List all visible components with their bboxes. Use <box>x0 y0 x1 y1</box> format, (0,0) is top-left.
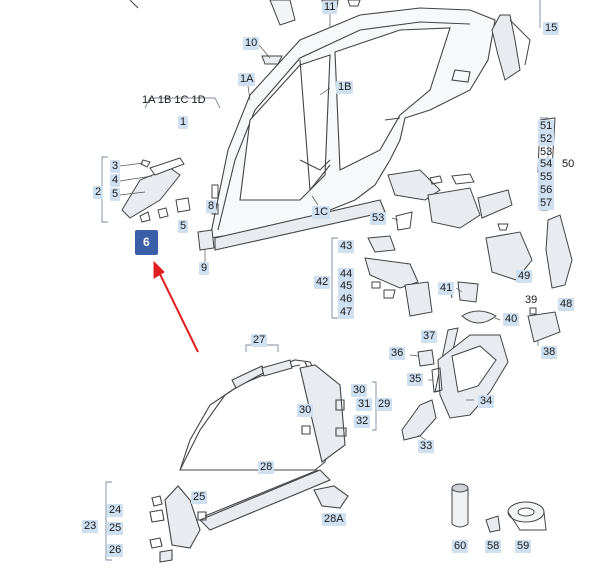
side-panel-outline <box>209 7 496 251</box>
part-label-1B[interactable]: 1B <box>336 81 354 94</box>
part-label-51[interactable]: 51 <box>538 120 555 133</box>
part-label-11[interactable]: 11 <box>322 1 338 14</box>
inner-side-frame <box>149 359 349 563</box>
part-label-24[interactable]: 24 <box>107 504 124 517</box>
part-label-3[interactable]: 3 <box>110 160 121 173</box>
consumables <box>451 483 547 533</box>
part-label-36[interactable]: 36 <box>389 347 406 360</box>
part-label-53a[interactable]: 53 <box>540 146 553 158</box>
right-cluster-upper <box>387 117 573 289</box>
part-label-57[interactable]: 57 <box>538 197 555 210</box>
pointer-arrow <box>153 260 199 353</box>
part-label-39[interactable]: 39 <box>525 294 538 306</box>
part-label-5b[interactable]: 5 <box>178 220 189 233</box>
part-label-46[interactable]: 46 <box>338 293 355 306</box>
mid-cluster <box>364 235 561 343</box>
part-label-32[interactable]: 32 <box>354 415 371 428</box>
part-label-47[interactable]: 47 <box>338 306 355 319</box>
part-label-38[interactable]: 38 <box>541 346 558 359</box>
part-label-28[interactable]: 28 <box>258 461 275 474</box>
part-label-1C[interactable]: 1C <box>312 206 331 219</box>
part-label-8[interactable]: 8 <box>206 200 217 213</box>
part-label-53b[interactable]: 53 <box>370 212 387 225</box>
part-label-56[interactable]: 56 <box>538 184 555 197</box>
part-label-5a[interactable]: 5 <box>110 188 121 201</box>
part-label-15[interactable]: 15 <box>543 22 560 35</box>
part-label-1[interactable]: 1 <box>178 116 189 129</box>
part-label-35[interactable]: 35 <box>407 373 424 386</box>
part-label-52[interactable]: 52 <box>538 133 555 146</box>
part-label-25b[interactable]: 25 <box>107 522 124 535</box>
part-label-25a[interactable]: 25 <box>191 491 208 504</box>
part-label-60[interactable]: 60 <box>452 540 469 553</box>
part-label-4[interactable]: 4 <box>110 174 121 187</box>
selected-part-label-6[interactable]: 6 <box>135 230 158 255</box>
part-label-33[interactable]: 33 <box>418 440 435 453</box>
part-label-26[interactable]: 26 <box>107 544 124 557</box>
part-label-9[interactable]: 9 <box>199 262 210 275</box>
part-label-43[interactable]: 43 <box>338 240 355 253</box>
part-label-42[interactable]: 42 <box>314 276 331 289</box>
part-label-31[interactable]: 31 <box>356 398 373 411</box>
part-label-37[interactable]: 37 <box>421 330 438 343</box>
part-label-50[interactable]: 50 <box>562 158 575 170</box>
part-label-29[interactable]: 29 <box>376 398 393 411</box>
part-label-44[interactable]: 44 <box>338 268 355 281</box>
part-label-49[interactable]: 49 <box>516 270 533 283</box>
part-label-30b[interactable]: 30 <box>297 404 314 417</box>
part-label-28A[interactable]: 28A <box>322 513 346 526</box>
part-label-1A[interactable]: 1A <box>238 73 256 86</box>
group-header-1abcd: 1A 1B 1C 1D <box>142 94 206 106</box>
part-label-30a[interactable]: 30 <box>351 384 368 397</box>
part-label-2[interactable]: 2 <box>93 186 104 199</box>
part-label-55[interactable]: 55 <box>538 171 555 184</box>
part-label-59[interactable]: 59 <box>515 540 532 553</box>
leader-lines <box>119 14 539 441</box>
part-label-34[interactable]: 34 <box>478 395 495 408</box>
part-label-23[interactable]: 23 <box>82 520 99 533</box>
part-label-27[interactable]: 27 <box>251 334 268 347</box>
part-label-45[interactable]: 45 <box>338 280 355 293</box>
part-label-58[interactable]: 58 <box>485 540 502 553</box>
part-label-54[interactable]: 54 <box>538 158 555 171</box>
part-label-48[interactable]: 48 <box>558 298 575 311</box>
right-lower-parts <box>401 327 509 441</box>
part-label-10[interactable]: 10 <box>243 37 260 50</box>
part-label-41[interactable]: 41 <box>438 282 455 295</box>
part-label-40[interactable]: 40 <box>503 313 520 326</box>
